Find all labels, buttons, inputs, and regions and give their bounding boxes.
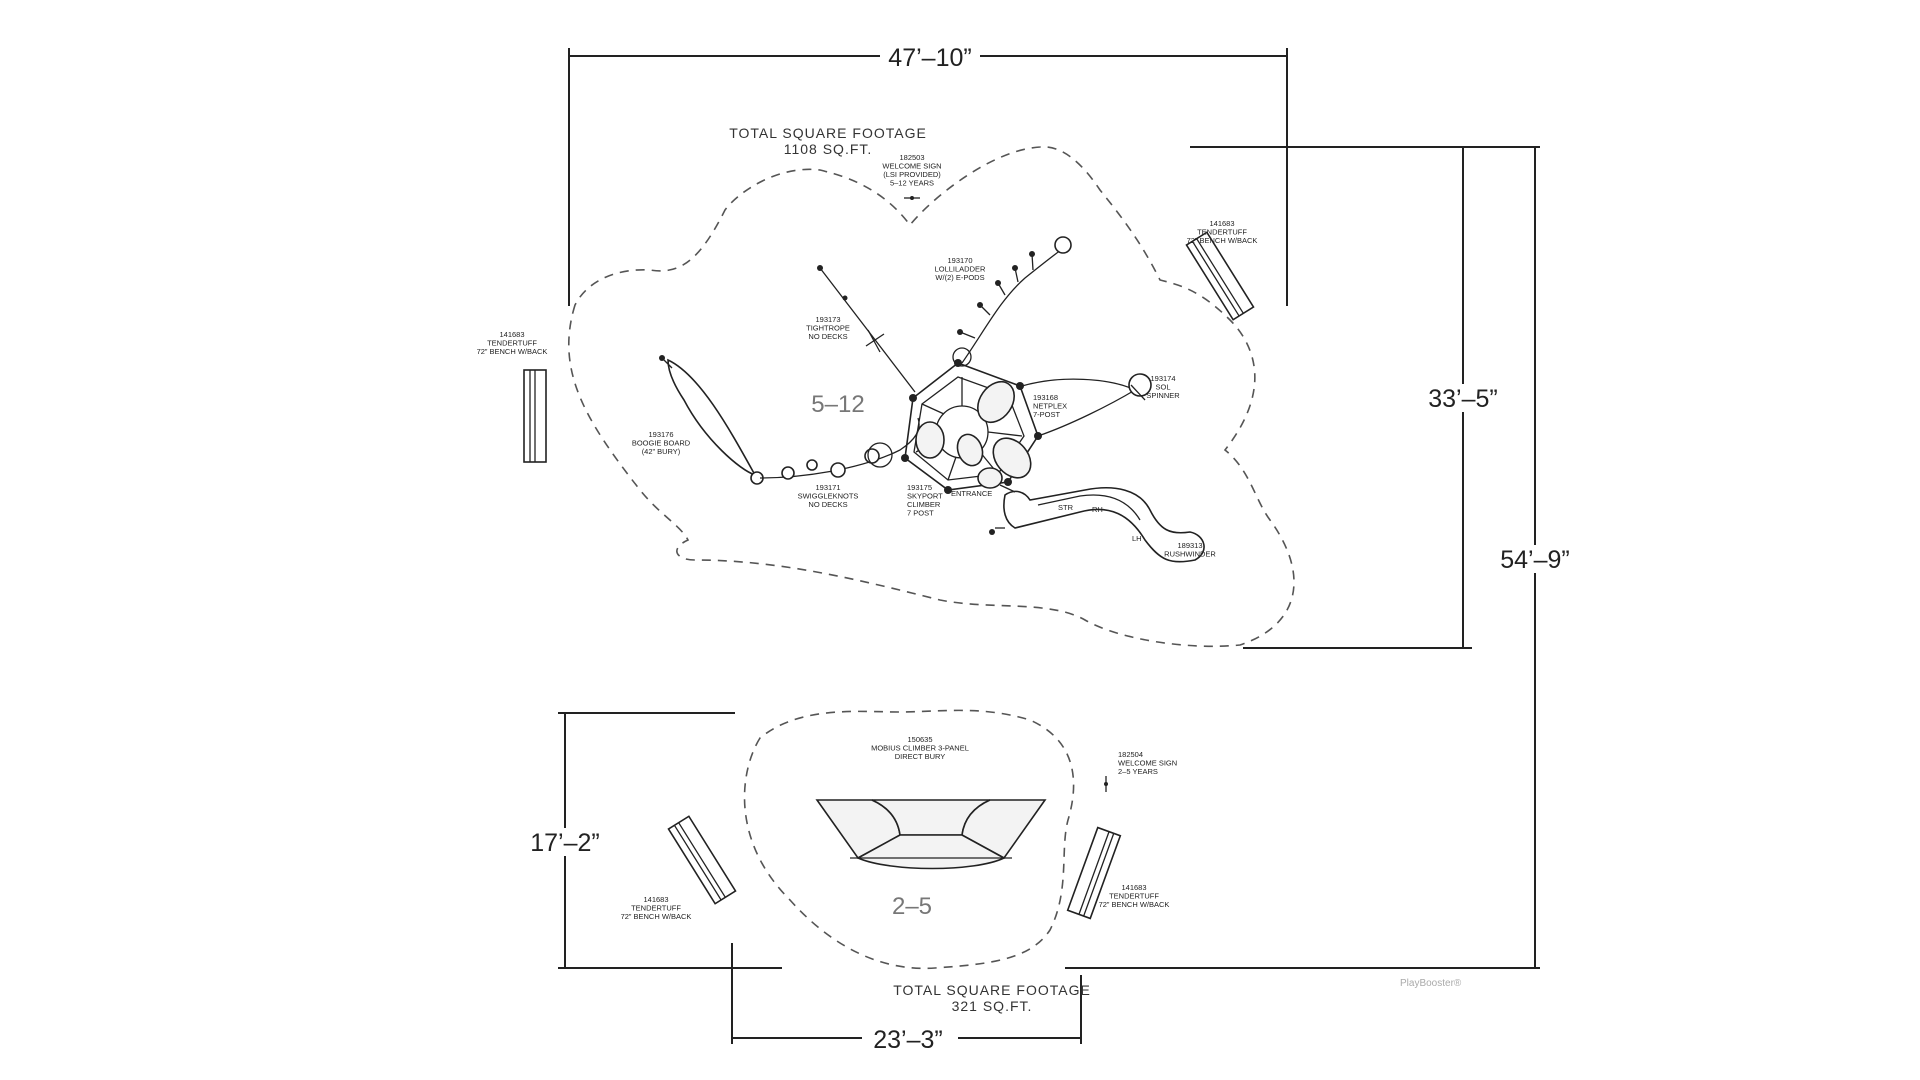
caption-line: 182503 [899, 153, 924, 162]
caption-line: 193168 [1033, 393, 1058, 402]
caption-line: TIGHTROPE [806, 324, 850, 333]
mobius-climber [815, 799, 1047, 870]
caption-line: 189313 [1177, 541, 1202, 550]
caption-line: TENDERTUFF [487, 339, 537, 348]
dimension-total-height: 54’–9” [1500, 546, 1570, 574]
caption-line: 141683 [1209, 219, 1234, 228]
caption-line: CLIMBER [907, 500, 941, 509]
caption-line: W/(2) E-PODS [935, 273, 984, 282]
upper-zone-age-label: 5–12 [811, 391, 864, 418]
caption-line: 193170 [947, 256, 972, 265]
slide-mark-rh: RH [1092, 505, 1103, 514]
caption-line: NO DECKS [808, 332, 847, 341]
welcome-sign-upper-icon [904, 196, 920, 200]
caption-line: 193173 [815, 315, 840, 324]
caption-line: WELCOME SIGN [1118, 759, 1177, 768]
caption-line: MOBIUS CLIMBER 3-PANEL [871, 744, 969, 753]
upper-sqft-title: TOTAL SQUARE FOOTAGE [729, 125, 927, 141]
lower-play-zone-outline [743, 709, 1075, 970]
caption-line: 72” BENCH W/BACK [1187, 236, 1258, 245]
dimension-lower-height: 17’–2” [530, 829, 600, 857]
welcome-sign-lower-icon [1104, 776, 1108, 792]
caption-line: LOLLILADDER [935, 265, 986, 274]
slide-mark-str: STR [1058, 503, 1074, 512]
caption-line: 72” BENCH W/BACK [477, 347, 548, 356]
dimension-lines [558, 48, 1540, 1044]
caption-line: 141683 [643, 895, 668, 904]
caption-line: 72” BENCH W/BACK [1099, 900, 1170, 909]
bench-lower-left [667, 815, 737, 905]
caption-line: TENDERTUFF [631, 904, 681, 913]
caption-line: 193171 [815, 483, 840, 492]
caption-line: 7-POST [1033, 410, 1061, 419]
caption-line: 141683 [1121, 883, 1146, 892]
caption-line: WELCOME SIGN [882, 162, 941, 171]
lolliladder [952, 236, 1072, 367]
caption-line: 141683 [499, 330, 524, 339]
caption-line: TENDERTUFF [1197, 228, 1247, 237]
caption-line: NETPLEX [1033, 402, 1067, 411]
swiggleknots [759, 417, 920, 480]
lower-sqft-title: TOTAL SQUARE FOOTAGE [893, 982, 1091, 998]
rushwinder-slide [989, 484, 1205, 563]
dimension-upper-height: 33’–5” [1428, 385, 1498, 413]
caption-line: SWIGGLEKNOTS [798, 492, 859, 501]
netplex-structure [901, 359, 1042, 494]
playbooster-watermark: PlayBooster® [1400, 978, 1462, 989]
caption-line: ENTRANCE [951, 489, 992, 498]
dimension-bottom-width: 23’–3” [873, 1026, 943, 1054]
bench-lower-right [1066, 826, 1122, 920]
bench-upper-right [1185, 231, 1255, 321]
tightrope [817, 265, 916, 393]
caption-line: (42” BURY) [642, 447, 681, 456]
lower-sqft-value: 321 SQ.FT. [952, 998, 1033, 1014]
caption-line: BOOGIE BOARD [632, 439, 691, 448]
caption-line: SOL [1155, 383, 1170, 392]
caption-line: DIRECT BURY [895, 752, 946, 761]
caption-line: (LSI PROVIDED) [883, 170, 941, 179]
caption-line: NO DECKS [808, 500, 847, 509]
caption-line: RUSHWINDER [1164, 550, 1216, 559]
sol-spinner [1021, 373, 1152, 437]
bench-left [523, 369, 547, 463]
caption-entrance: ENTRANCE [951, 489, 992, 498]
boogie-board [659, 355, 764, 485]
caption-line: SKYPORT [907, 492, 943, 501]
caption-line: 2–5 YEARS [1118, 767, 1158, 776]
dimension-top-width: 47’–10” [888, 44, 971, 72]
slide-mark-lh: LH [1132, 534, 1142, 543]
caption-line: 5–12 YEARS [890, 179, 934, 188]
caption-line: 193174 [1150, 374, 1175, 383]
caption-line: 72” BENCH W/BACK [621, 912, 692, 921]
caption-line: 7 POST [907, 509, 934, 518]
lower-zone-age-label: 2–5 [892, 893, 932, 920]
upper-sqft-value: 1108 SQ.FT. [784, 141, 873, 157]
caption-line: TENDERTUFF [1109, 892, 1159, 901]
caption-line: 182504 [1118, 750, 1143, 759]
caption-line: SPINNER [1146, 391, 1180, 400]
caption-line: 193175 [907, 483, 932, 492]
caption-line: 193176 [648, 430, 673, 439]
caption-line: 150635 [907, 735, 932, 744]
upper-play-zone-outline [568, 146, 1295, 648]
